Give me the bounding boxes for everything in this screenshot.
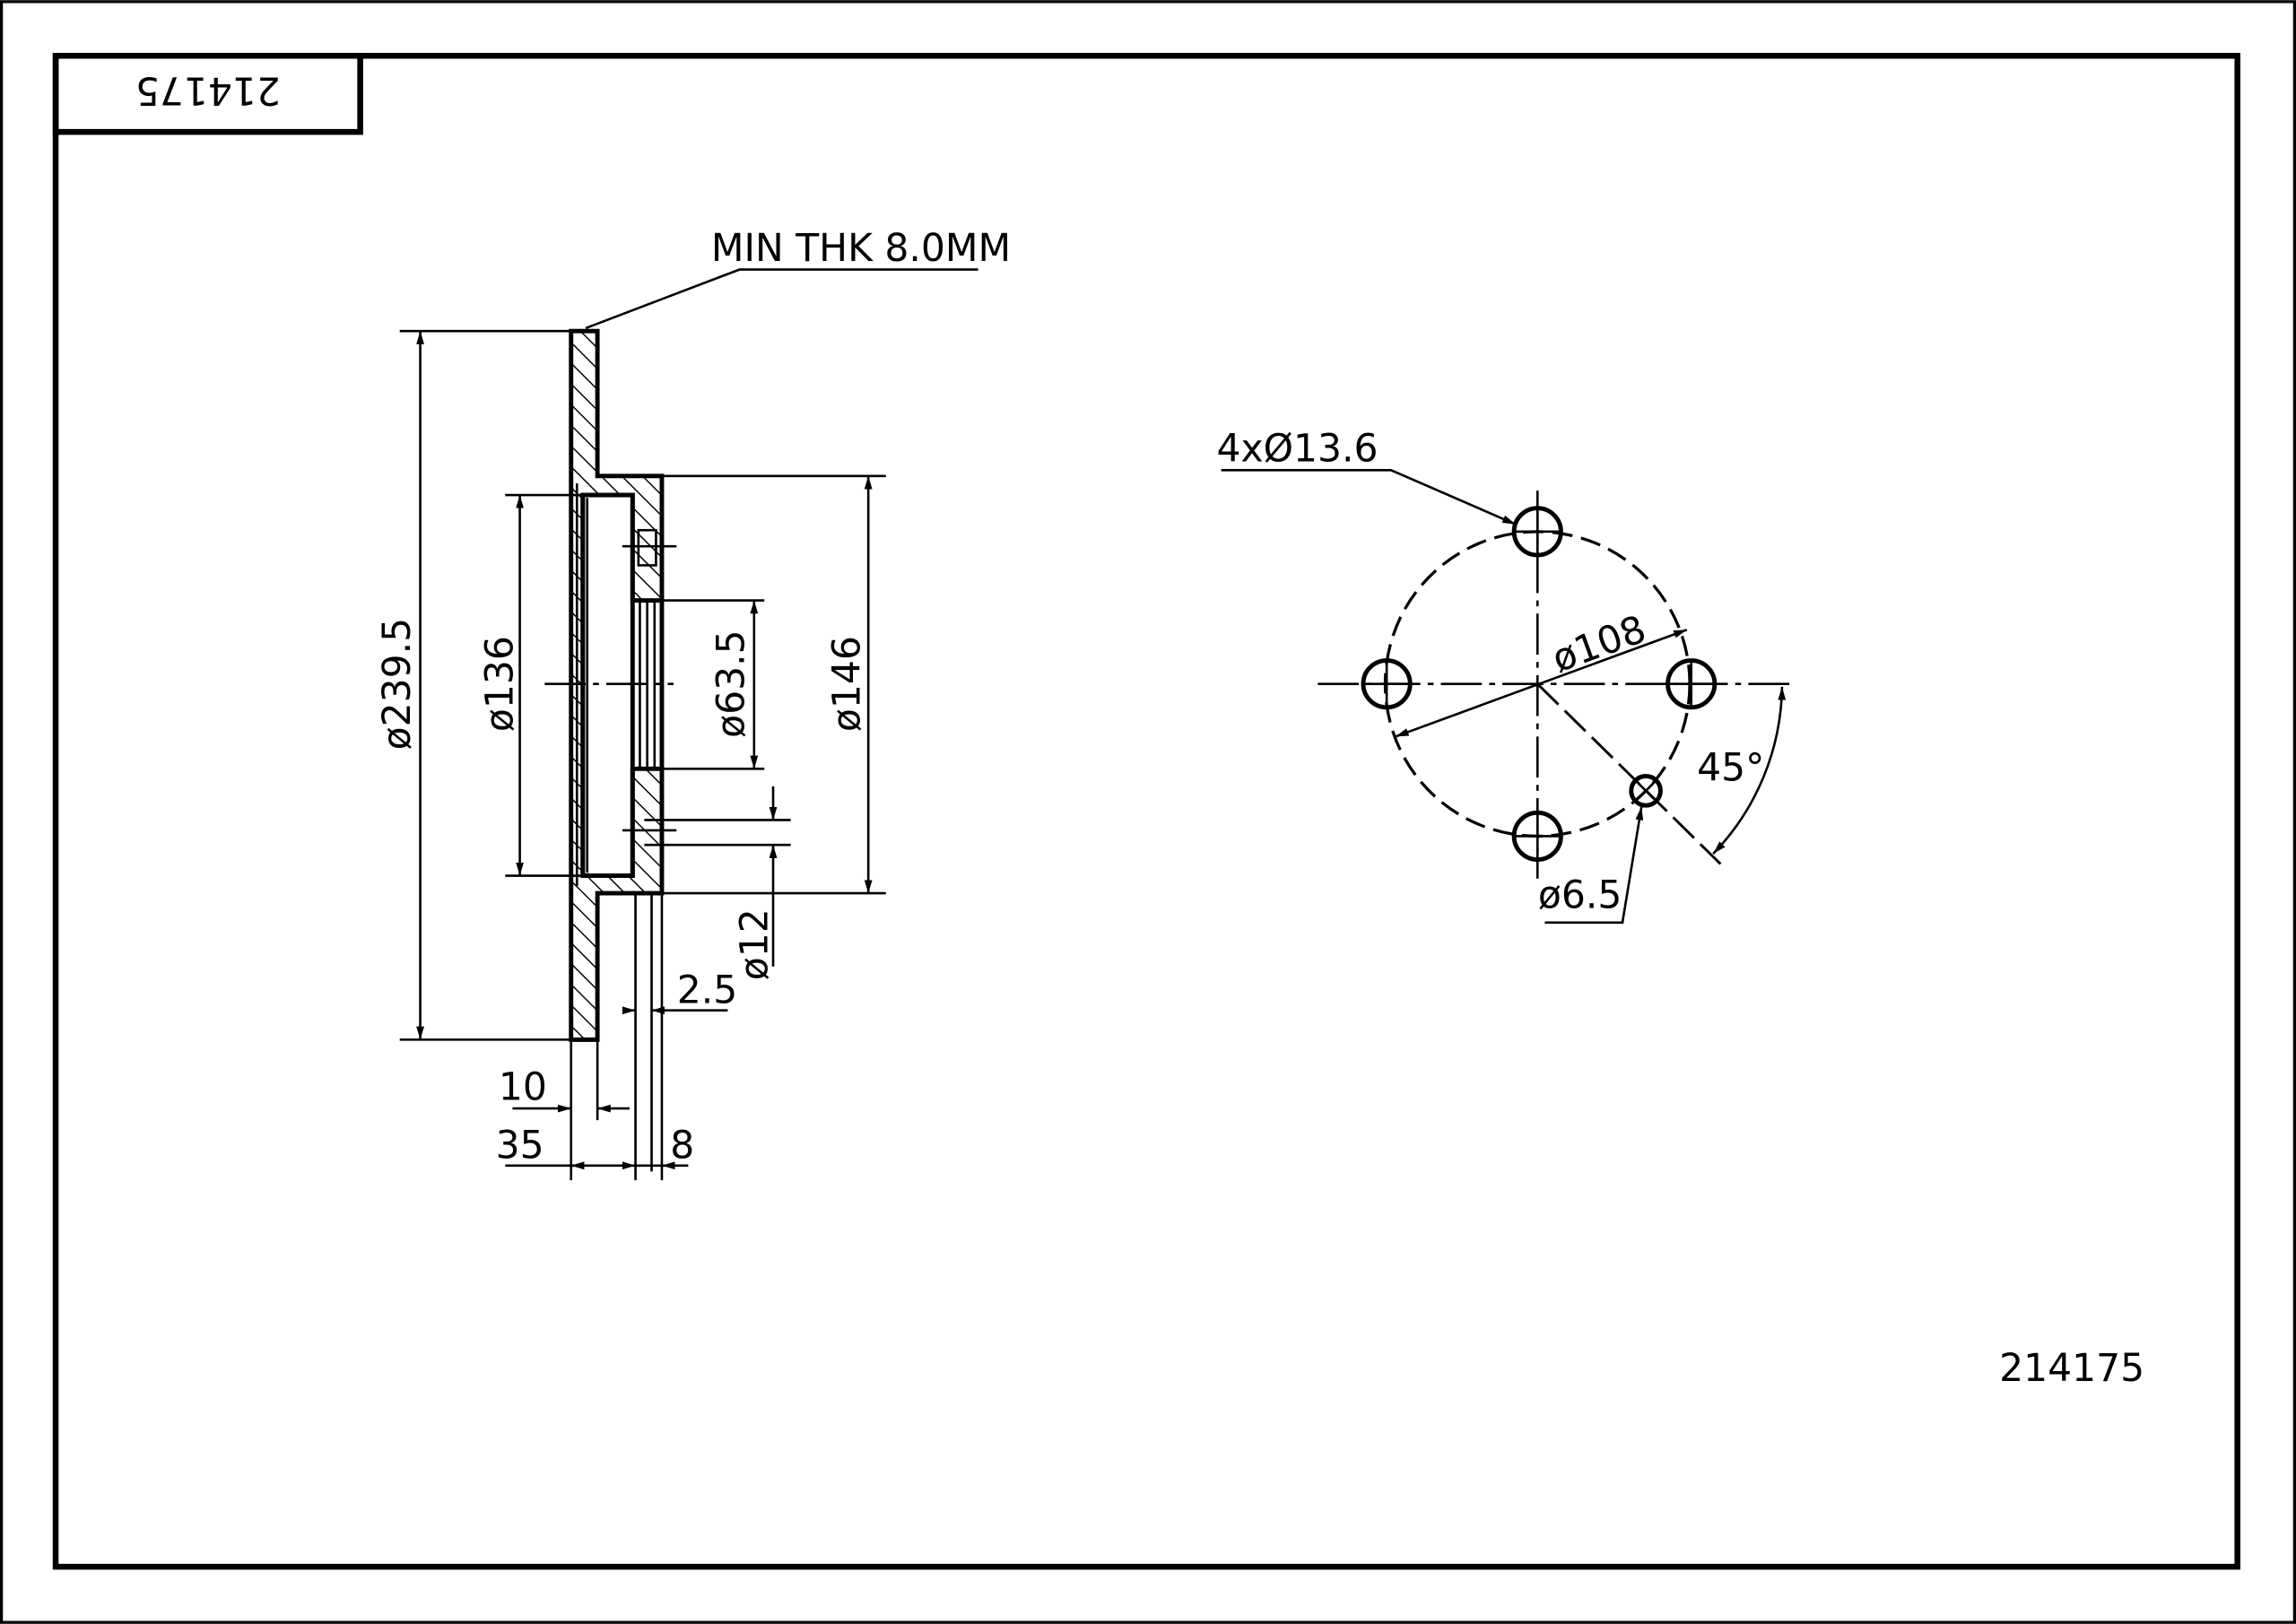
title-block xyxy=(52,52,363,135)
dim-hat-inner-diameter: ø136 xyxy=(478,636,522,732)
dim-total-height: 35 xyxy=(496,1125,544,1168)
dim-hat-outer-diameter: ø146 xyxy=(825,636,869,732)
min-thickness-note: MIN THK 8.0MM xyxy=(711,227,1011,271)
drawing-frame xyxy=(52,52,2240,1570)
section-view: MIN THK 8.0MM ø239.5 ø136 ø63.5 ø146 ø12 xyxy=(376,227,1011,1181)
small-hole xyxy=(1629,774,1663,808)
small-hole-label: ø6.5 xyxy=(1538,873,1622,917)
dim-center-bore: ø63.5 xyxy=(709,630,753,737)
title-part-number: 214175 xyxy=(135,68,281,112)
face-view: ø108 4xØ13.6 ø6.5 45° xyxy=(1217,427,1794,925)
dim-pitch-circle: ø108 xyxy=(1546,608,1651,682)
dim-offset-small: 2.5 xyxy=(677,969,738,1013)
dim-disc-thickness: 10 xyxy=(499,1065,547,1109)
dim-hole-diameter: ø12 xyxy=(734,908,778,980)
bolt-holes-label: 4xØ13.6 xyxy=(1217,427,1378,471)
angle-label: 45° xyxy=(1697,746,1764,790)
dim-hub-thickness: 8 xyxy=(670,1125,694,1168)
dim-outer-diameter: ø239.5 xyxy=(376,618,420,750)
part-number: 214175 xyxy=(1999,1347,2144,1391)
